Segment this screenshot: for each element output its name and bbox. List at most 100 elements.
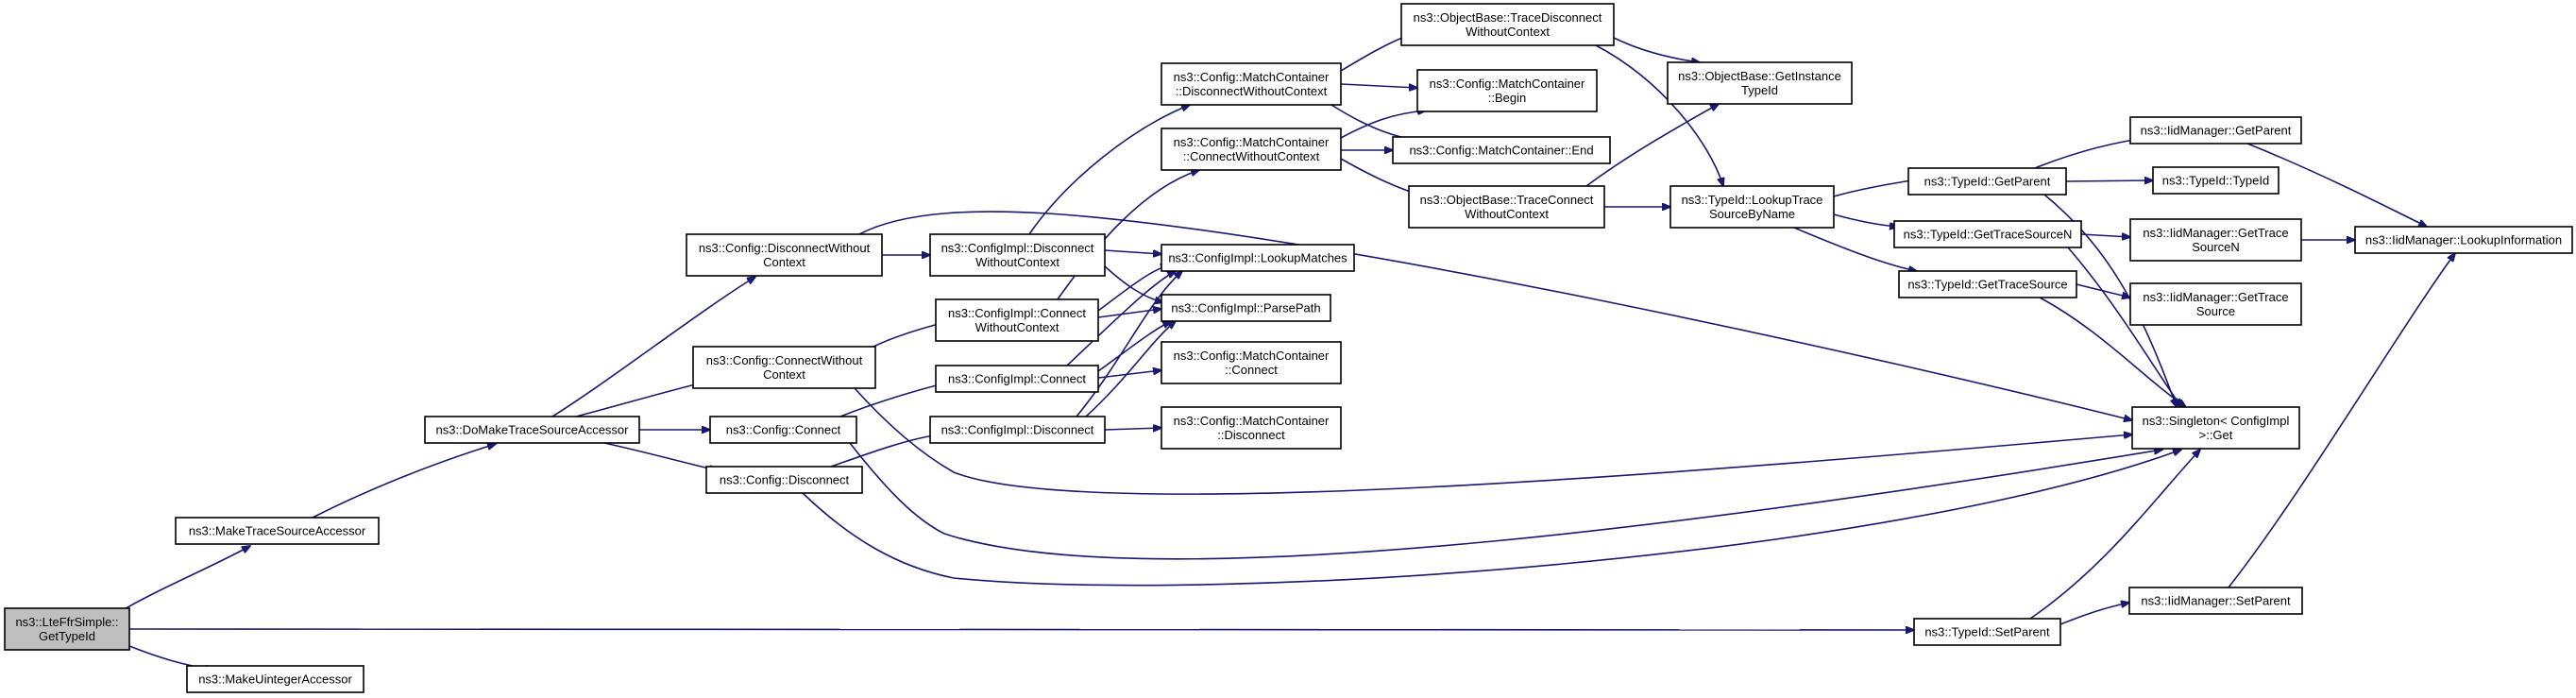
edge-cicwc-to-cipp bbox=[1097, 309, 1161, 318]
node-ccwc[interactable]: ns3::Config::ConnectWithoutContext bbox=[692, 346, 876, 389]
node-imgp[interactable]: ns3::IidManager::GetParent bbox=[2129, 116, 2302, 145]
node-root[interactable]: ns3::LteFfrSimple::GetTypeId bbox=[4, 607, 130, 651]
node-label-line: WithoutContext bbox=[1465, 207, 1549, 221]
node-label-line: GetTypeId bbox=[39, 629, 95, 643]
edge-tigp-to-sget bbox=[2043, 194, 2177, 407]
node-label-line: ::Begin bbox=[1488, 91, 1526, 105]
node-obtcwc[interactable]: ns3::ObjectBase::TraceConnectWithoutCont… bbox=[1408, 185, 1605, 229]
node-cdwc[interactable]: ns3::Config::DisconnectWithoutContext bbox=[686, 233, 883, 277]
node-label-line: ns3::MakeUintegerAccessor bbox=[198, 672, 352, 687]
edge-cicwc-to-mccwc bbox=[1057, 170, 1199, 300]
edge-mccwc-to-mcbegin bbox=[1340, 111, 1426, 139]
node-label-line: ns3::IidManager::SetParent bbox=[2141, 594, 2291, 608]
node-box bbox=[1161, 341, 1342, 384]
node-tigtsn[interactable]: ns3::TypeId::GetTraceSourceN bbox=[1893, 220, 2082, 248]
node-tigp[interactable]: ns3::TypeId::GetParent bbox=[1907, 167, 2067, 196]
node-label-line: ns3::Config::MatchContainer::End bbox=[1409, 144, 1593, 158]
node-cidwc[interactable]: ns3::ConfigImpl::DisconnectWithoutContex… bbox=[929, 233, 1106, 277]
edge-imsp-to-imli bbox=[2228, 253, 2455, 588]
node-label-line: ns3::ConfigImpl::ParsePath bbox=[1171, 301, 1320, 315]
node-mcdisc[interactable]: ns3::Config::MatchContainer::Disconnect bbox=[1161, 406, 1342, 450]
node-label-line: ::Disconnect bbox=[1217, 428, 1285, 442]
node-cidisc[interactable]: ns3::ConfigImpl::Disconnect bbox=[929, 416, 1106, 444]
node-box bbox=[935, 298, 1099, 342]
node-label-line: ns3::IidManager::GetParent bbox=[2141, 124, 2292, 138]
node-label-line: ns3::Config::MatchContainer bbox=[1174, 70, 1330, 84]
node-box bbox=[1161, 62, 1342, 106]
node-label-line: ns3::TypeId::SetParent bbox=[1924, 625, 2050, 639]
edge-mcdwc-to-mcbegin bbox=[1340, 83, 1417, 88]
node-cicwc[interactable]: ns3::ConfigImpl::ConnectWithoutContext bbox=[935, 298, 1099, 342]
node-tisp[interactable]: ns3::TypeId::SetParent bbox=[1913, 618, 2061, 646]
node-imli[interactable]: ns3::IidManager::LookupInformation bbox=[2354, 226, 2573, 254]
node-label-line: ::ConnectWithoutContext bbox=[1183, 149, 1320, 163]
edge-cidisc-to-cipp bbox=[1085, 321, 1176, 417]
node-titi[interactable]: ns3::TypeId::TypeId bbox=[2152, 166, 2279, 195]
node-box bbox=[2128, 587, 2303, 615]
node-box bbox=[1913, 618, 2061, 646]
edge-cidisc-to-mcdisc bbox=[1104, 428, 1161, 430]
node-box bbox=[1161, 128, 1342, 171]
node-label-line: ns3::IidManager::GetTrace bbox=[2143, 290, 2288, 304]
edge-tigtsn-to-sget bbox=[2067, 247, 2181, 407]
node-label-line: ns3::Config::MatchContainer bbox=[1430, 77, 1585, 91]
edge-cdisc-to-sget bbox=[802, 450, 2181, 587]
node-dmtsa[interactable]: ns3::DoMakeTraceSourceAccessor bbox=[424, 416, 640, 444]
edge-tigts-to-imgts bbox=[2076, 283, 2130, 298]
edge-root-to-mtsa bbox=[122, 546, 250, 611]
edge-mtsa-to-dmtsa bbox=[312, 444, 496, 519]
node-box bbox=[1408, 185, 1605, 229]
edge-cidisc-to-cilm bbox=[1076, 271, 1182, 417]
node-box bbox=[1669, 185, 1835, 229]
node-cilm[interactable]: ns3::ConfigImpl::LookupMatches bbox=[1161, 244, 1355, 272]
node-mtsa[interactable]: ns3::MakeTraceSourceAccessor bbox=[175, 517, 380, 545]
node-imgtsn[interactable]: ns3::IidManager::GetTraceSourceN bbox=[2129, 218, 2302, 262]
node-ciconn[interactable]: ns3::ConfigImpl::Connect bbox=[935, 365, 1099, 393]
node-label-line: ns3::Config::ConnectWithout bbox=[706, 353, 863, 367]
node-cconn[interactable]: ns3::Config::Connect bbox=[709, 416, 857, 444]
node-mcconn[interactable]: ns3::Config::MatchContainer::Connect bbox=[1161, 341, 1342, 384]
node-label-line: ns3::ConfigImpl::LookupMatches bbox=[1168, 251, 1347, 265]
node-mccwc[interactable]: ns3::Config::MatchContainer::ConnectWith… bbox=[1161, 128, 1342, 171]
node-imsp[interactable]: ns3::IidManager::SetParent bbox=[2128, 587, 2303, 615]
node-label-line: ns3::MakeTraceSourceAccessor bbox=[189, 524, 366, 538]
node-label-line: Source bbox=[2196, 304, 2235, 318]
node-label-line: ns3::Config::MatchContainer bbox=[1174, 349, 1330, 363]
edge-root-to-tisp bbox=[128, 629, 1914, 630]
node-mcdwc[interactable]: ns3::Config::MatchContainer::DisconnectW… bbox=[1161, 62, 1342, 106]
node-cipp[interactable]: ns3::ConfigImpl::ParsePath bbox=[1161, 294, 1331, 322]
node-box bbox=[1893, 220, 2082, 248]
node-box bbox=[692, 346, 876, 389]
edge-cidwc-to-cipp bbox=[1104, 265, 1163, 302]
node-mcbegin[interactable]: ns3::Config::MatchContainer::Begin bbox=[1416, 69, 1598, 112]
edge-obtdwc-to-tilts bbox=[1595, 44, 1723, 186]
node-label-line: ns3::IidManager::GetTrace bbox=[2143, 226, 2288, 240]
node-box bbox=[1161, 294, 1331, 322]
node-label-line: ns3::TypeId::GetParent bbox=[1924, 175, 2051, 189]
node-box bbox=[2354, 226, 2573, 254]
node-box bbox=[929, 416, 1106, 444]
node-label-line: WithoutContext bbox=[975, 320, 1059, 334]
node-mua[interactable]: ns3::MakeUintegerAccessor bbox=[186, 665, 364, 693]
node-box bbox=[705, 466, 863, 494]
node-imgts[interactable]: ns3::IidManager::GetTraceSource bbox=[2129, 282, 2302, 326]
edge-tilts-to-tigtsn bbox=[1833, 213, 1898, 227]
edge-ciconn-to-cilm bbox=[1066, 271, 1176, 366]
node-sget[interactable]: ns3::Singleton< ConfigImpl >::Get bbox=[2131, 406, 2300, 450]
node-mcend[interactable]: ns3::Config::MatchContainer::End bbox=[1392, 136, 1611, 164]
node-label-line: ::DisconnectWithoutContext bbox=[1176, 84, 1328, 98]
edge-dmtsa-to-cdisc bbox=[603, 442, 718, 470]
node-obtdwc[interactable]: ns3::ObjectBase::TraceDisconnectWithoutC… bbox=[1400, 3, 1615, 46]
node-box bbox=[2131, 406, 2300, 450]
edge-imgp-to-imli bbox=[2246, 143, 2427, 227]
node-box bbox=[935, 365, 1099, 393]
node-box bbox=[1400, 3, 1615, 46]
edge-tilts-to-tigp bbox=[1833, 179, 1917, 197]
node-box bbox=[1161, 406, 1342, 450]
node-label-line: ns3::ObjectBase::GetInstance bbox=[1678, 69, 1841, 83]
node-tigts[interactable]: ns3::TypeId::GetTraceSource bbox=[1898, 270, 2077, 298]
node-cdisc[interactable]: ns3::Config::Disconnect bbox=[705, 466, 863, 494]
edge-tisp-to-imsp bbox=[2059, 603, 2129, 625]
